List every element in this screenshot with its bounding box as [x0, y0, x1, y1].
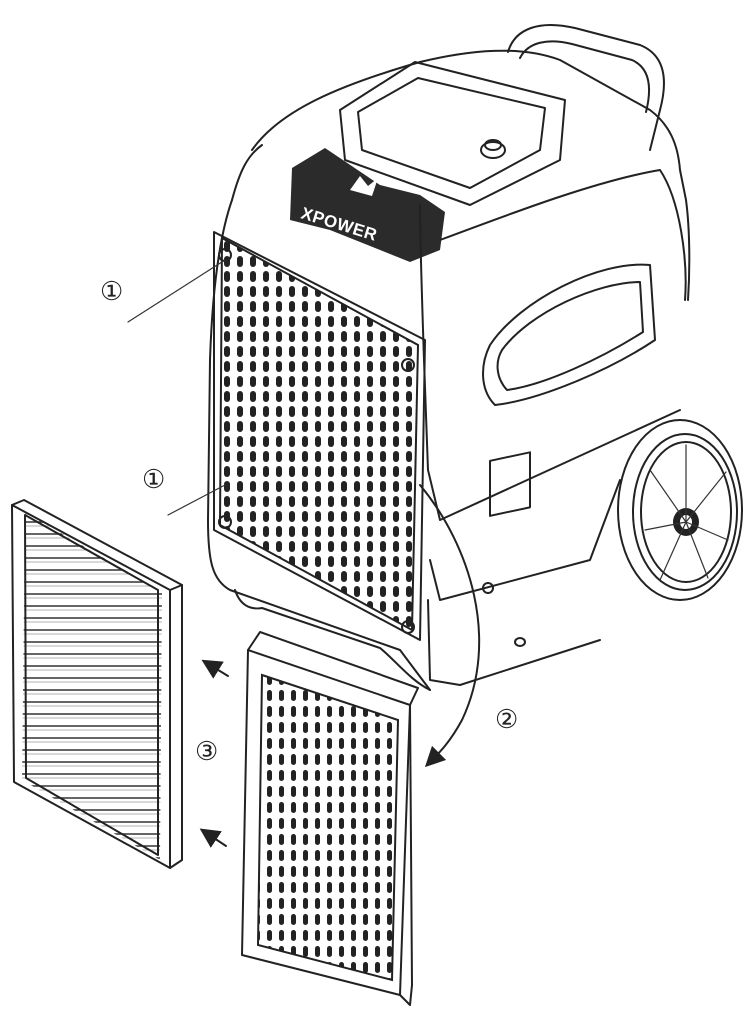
side-panel [419, 204, 681, 521]
front-foot [234, 589, 431, 691]
lower-left-screw [218, 515, 232, 529]
removed-air-filter [11, 499, 183, 869]
filter-arrow-upper [201, 659, 229, 679]
rear-handle [507, 24, 665, 151]
callout-1b-leader [167, 484, 226, 516]
side-label-plate [489, 451, 531, 517]
grille-removal-arrow [419, 484, 481, 768]
logo-badge [290, 148, 445, 262]
top-shell [251, 49, 691, 301]
lower-right-screw [401, 620, 415, 634]
upper-right-screw [401, 358, 415, 372]
upper-left-screw [218, 248, 232, 262]
callout-1-upper: ① [100, 276, 123, 306]
callout-3: ③ [195, 736, 218, 766]
filter-arrow-lower [199, 828, 227, 848]
installed-intake-grille [213, 231, 426, 641]
callout-2: ② [495, 704, 518, 734]
callout-1-lower: ① [142, 464, 165, 494]
xpower-x-icon [350, 176, 378, 196]
removal-arrows [199, 484, 481, 848]
callout-1-leader [127, 259, 226, 323]
wheel [617, 419, 743, 601]
top-knob [480, 141, 506, 159]
top-carry-recess [339, 61, 566, 206]
dehumidifier-unit: XPOWER [207, 24, 743, 691]
side-window [482, 263, 656, 406]
removed-intake-grille [241, 631, 419, 1006]
